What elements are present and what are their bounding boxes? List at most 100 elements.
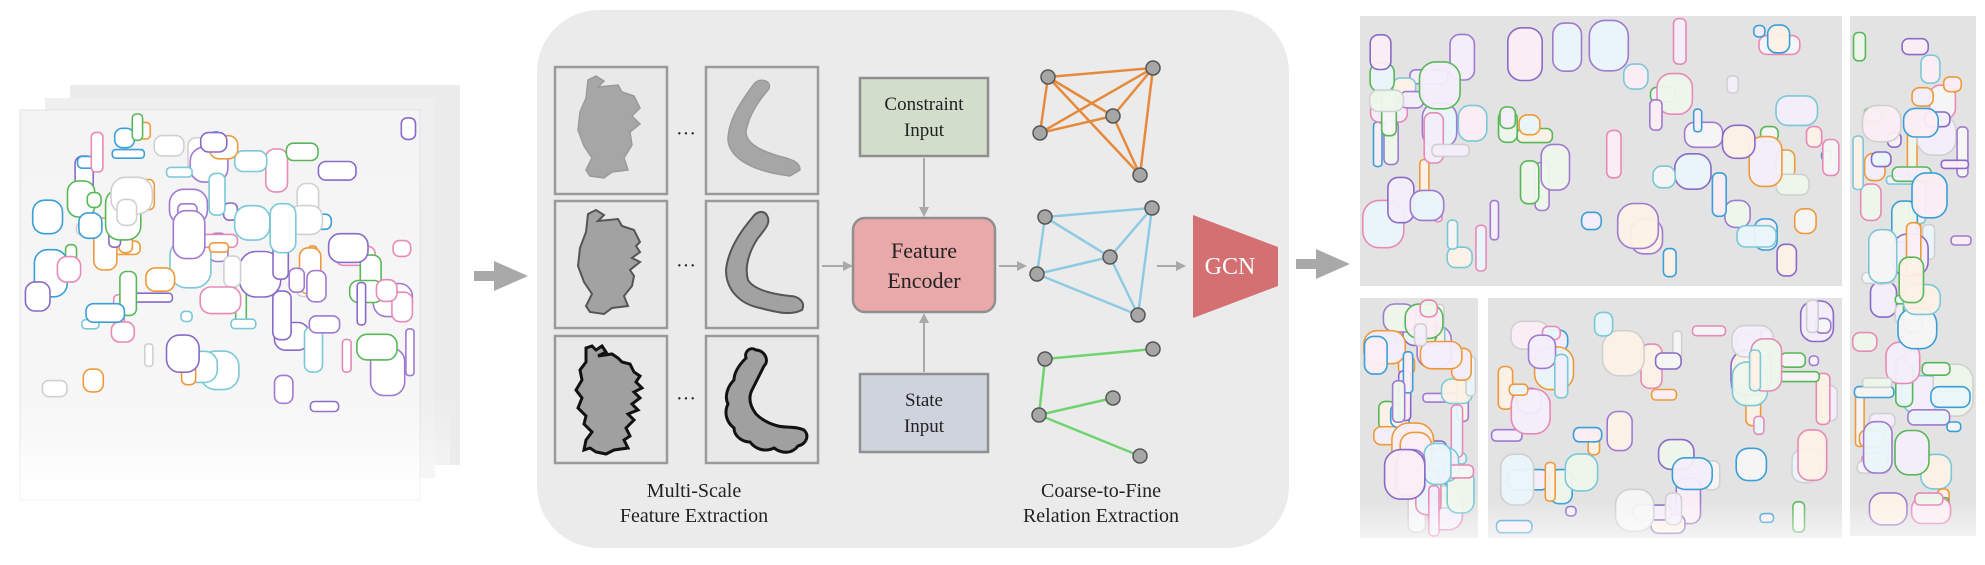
nesting-piece <box>1868 228 1898 284</box>
constraint-label-line1: Constraint <box>884 94 964 115</box>
nesting-piece <box>1499 453 1535 506</box>
nesting-piece <box>1779 352 1807 368</box>
constraint-input-box: Constraint Input <box>858 76 990 158</box>
nesting-piece <box>1805 125 1823 148</box>
nesting-piece <box>1808 355 1820 367</box>
nesting-piece <box>1419 299 1438 318</box>
nesting-piece <box>144 343 154 368</box>
nesting-piece <box>208 172 226 216</box>
state-label-line1: State <box>905 390 943 411</box>
nesting-piece <box>1446 219 1459 250</box>
nesting-piece <box>1368 89 1405 113</box>
nesting-piece <box>317 160 357 181</box>
nesting-piece <box>1593 311 1614 337</box>
ellipsis-row-1: ··· <box>676 123 696 145</box>
arrow-encoder-to-graphs <box>999 261 1027 271</box>
nesting-piece <box>199 131 228 153</box>
nesting-piece <box>1446 246 1473 269</box>
nesting-piece <box>233 150 268 173</box>
nesting-piece <box>400 117 417 141</box>
nesting-piece <box>1419 158 1430 194</box>
nesting-piece <box>1499 106 1517 130</box>
nesting-piece <box>1601 329 1645 377</box>
nesting-piece <box>1748 135 1783 188</box>
nesting-piece <box>1894 429 1930 476</box>
nesting-piece <box>1930 385 1971 409</box>
nesting-piece <box>1588 19 1630 72</box>
nesting-piece <box>1683 121 1724 149</box>
arrow-state-to-encoder <box>919 313 929 372</box>
nesting-piece <box>1735 447 1768 482</box>
ellipsis-row-2: ··· <box>676 255 696 277</box>
nesting-piece <box>1956 126 1969 178</box>
nesting-piece <box>165 334 200 374</box>
graph-mid-nodes <box>1029 200 1160 323</box>
nesting-piece <box>1540 143 1571 191</box>
arrow-input-to-panel <box>474 261 528 291</box>
nesting-piece <box>391 291 414 323</box>
state-label-line2: Input <box>904 416 945 437</box>
sheet-fade <box>10 400 450 565</box>
nesting-piece <box>1692 108 1703 133</box>
nesting-piece <box>1402 350 1414 394</box>
nesting-piece <box>1862 420 1893 474</box>
nesting-piece <box>1946 421 1962 433</box>
vase-shape-fine <box>574 343 645 456</box>
nesting-piece <box>1672 17 1687 65</box>
nesting-piece <box>172 209 206 260</box>
nesting-piece <box>1518 114 1541 136</box>
gcn-block: GCN <box>1193 215 1278 318</box>
nesting-piece <box>1852 31 1867 62</box>
graph-mid <box>1035 206 1154 317</box>
nesting-piece <box>1383 448 1426 500</box>
arrow-constraint-to-encoder <box>919 158 929 217</box>
nesting-piece <box>1418 61 1461 110</box>
relation-caption-line2: Relation Extraction <box>1023 505 1179 527</box>
graph-fine-nodes <box>1031 341 1161 464</box>
nesting-piece <box>1489 199 1500 241</box>
nesting-piece <box>1776 243 1798 277</box>
gcn-label: GCN <box>1205 254 1256 280</box>
nesting-piece <box>1475 224 1487 272</box>
arrow-thumbs-to-encoder <box>822 261 853 271</box>
hook-shape-fine <box>724 347 809 454</box>
nesting-piece <box>1519 160 1540 205</box>
nesting-piece <box>1391 379 1406 423</box>
hook-shape-coarse <box>727 79 801 177</box>
nesting-piece <box>1902 107 1939 138</box>
nesting-piece <box>1413 323 1428 347</box>
nesting-piece <box>405 328 415 377</box>
center-panel: ··· ··· ··· Multi-Scale Feature Extracti… <box>537 10 1289 548</box>
encoder-label-line1: Feature <box>891 238 957 263</box>
hook-shape-mid <box>724 210 804 315</box>
nesting-piece <box>1564 453 1599 492</box>
nesting-piece <box>1622 63 1649 90</box>
nesting-piece <box>116 198 138 227</box>
nesting-piece <box>56 255 82 283</box>
vase-shape-mid <box>576 208 642 316</box>
thumb-hook-coarse <box>704 65 820 196</box>
output-fade <box>1355 500 1985 565</box>
nesting-piece <box>233 204 271 241</box>
nesting-piece <box>1753 24 1766 38</box>
nesting-piece <box>110 321 136 343</box>
relation-caption-line1: Coarse-to-Fine <box>1041 480 1161 502</box>
nesting-piece <box>1656 72 1694 115</box>
nesting-piece <box>1805 299 1819 334</box>
nesting-piece <box>1853 385 1895 399</box>
nesting-piece <box>1736 224 1777 248</box>
nesting-piece <box>1721 124 1756 160</box>
nesting-piece <box>1793 208 1817 235</box>
nesting-piece <box>119 270 138 317</box>
nesting-piece <box>1507 26 1544 82</box>
nesting-piece <box>1409 189 1445 222</box>
multiscale-caption-line1: Multi-Scale <box>647 480 742 502</box>
nesting-piece <box>41 379 68 398</box>
nesting-piece <box>1606 410 1633 452</box>
nesting-piece <box>1797 429 1828 482</box>
nesting-piece <box>85 302 126 324</box>
nesting-piece <box>1775 95 1819 127</box>
nesting-piece <box>1859 183 1882 222</box>
encoder-label-line2: Encoder <box>887 268 961 293</box>
